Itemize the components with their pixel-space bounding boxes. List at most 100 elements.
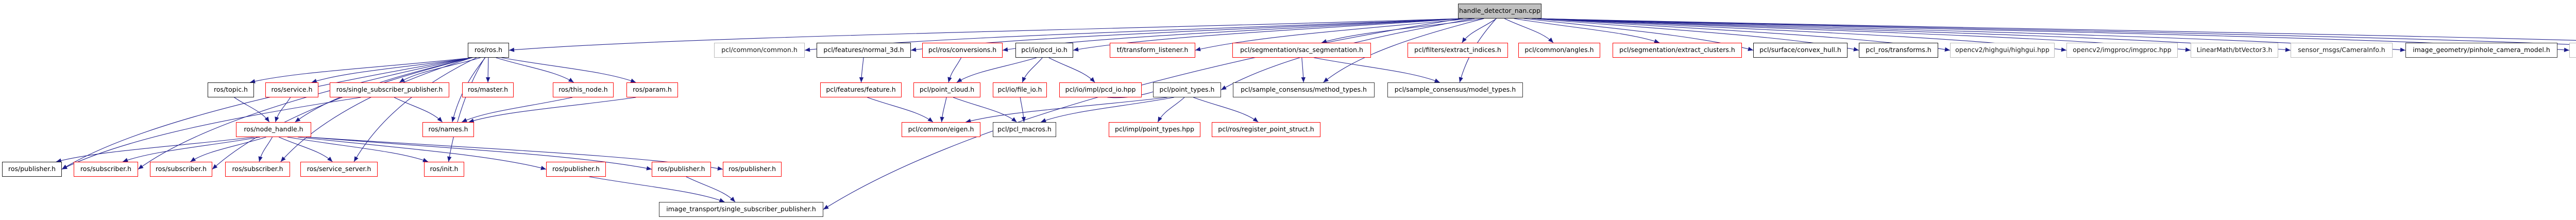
include-edge [122,137,261,162]
include-edge [686,176,736,202]
arrowhead [468,119,474,123]
graph-node-service_server[interactable]: ros/service_server.h [300,162,378,177]
include-edge [1537,18,2576,45]
graph-node-marker[interactable]: visualization_msgs/Marker.h [2569,43,2576,58]
arrowhead [1195,47,1201,52]
include-edge [953,97,1017,123]
include-edge [249,57,472,83]
include-edge [306,137,652,170]
arrowhead [540,165,546,170]
include-edge [1537,18,2576,41]
arrowhead [1021,116,1026,122]
arrowhead [719,198,725,202]
arrowhead [280,156,286,162]
graph-node-ssp[interactable]: ros/single_subscriber_publisher.h [330,82,449,97]
arrowhead [2061,47,2066,52]
graph-node-tf_listener[interactable]: tf/transform_listener.h [1110,43,1195,58]
graph-node-publisher0[interactable]: ros/publisher.h [2,162,62,177]
graph-node-extract_clusters[interactable]: pcl/segmentation/extract_clusters.h [1613,43,1742,58]
graph-node-highgui[interactable]: opencv2/highgui/highgui.hpp [1950,43,2055,58]
graph-node-sac_seg[interactable]: pcl/segmentation/sac_segmentation.h [1232,43,1371,58]
include-edge [297,137,547,170]
arrowhead [940,116,944,122]
arrowhead [2400,47,2405,52]
include-edge [353,57,477,162]
arrowhead [1853,47,1859,52]
arrowhead [422,158,428,162]
graph-node-extract_indices[interactable]: pcl/filters/extract_indices.h [1408,43,1508,58]
graph-node-service[interactable]: ros/service.h [265,82,318,97]
arrowhead [730,196,735,202]
arrowhead [1748,46,1753,52]
arrowhead [1944,47,1950,52]
arrowhead [956,78,962,82]
arrowhead [2185,47,2191,52]
graph-node-master[interactable]: ros/master.h [462,82,514,97]
include-edge [138,57,472,170]
include-edge [212,57,472,170]
arrowhead [399,78,405,82]
include-edge [311,57,473,83]
arrowhead [190,157,196,162]
graph-node-pinhole[interactable]: image_geometry/pinhole_camera_model.h [2405,43,2557,58]
arrowhead [1252,117,1259,122]
include-edge [496,57,574,83]
graph-node-angles[interactable]: pcl/common/angles.h [1518,43,1600,58]
graph-node-conversions[interactable]: pcl/ros/conversions.h [922,43,1003,58]
arrowhead [1158,116,1162,122]
graph-node-sub2[interactable]: ros/subscriber.h [150,162,212,177]
graph-node-btvector[interactable]: LinearMath/btVector3.h [2191,43,2278,58]
graph-node-eigen[interactable]: pcl/common/eigen.h [902,122,980,137]
graph-node-sub1[interactable]: ros/subscriber.h [74,162,138,177]
graph-node-convex_hull[interactable]: pcl/surface/convex_hull.h [1753,43,1848,58]
arrowhead [451,116,456,122]
graph-node-pcl_macros[interactable]: pcl/pcl_macros.h [993,122,1056,137]
graph-node-rpub1[interactable]: ros/publisher.h [546,162,606,177]
graph-node-pcd_io_hpp[interactable]: pcl/io/impl/pcd_io.hpp [1059,82,1142,97]
arrowhead [947,77,952,82]
arrowhead [568,78,574,82]
include-edge [509,18,1463,51]
include-edge [278,137,333,162]
graph-node-this_node[interactable]: ros/this_node.h [553,82,614,97]
include-edge [867,97,934,123]
graph-node-image_transport[interactable]: image_transport/single_subscriber_publis… [659,202,823,217]
graph-node-rpub2[interactable]: ros/publisher.h [652,162,711,177]
graph-node-pclros_transforms[interactable]: pcl_ros/transforms.h [1859,43,1938,58]
graph-node-point_types_hpp[interactable]: pcl/impl/point_types.hpp [1109,122,1200,137]
arrowhead [1041,118,1046,123]
graph-node-names[interactable]: ros/names.h [422,122,474,137]
arrowhead [1462,37,1467,43]
graph-node-node_handle[interactable]: ros/node_handle.h [236,122,311,137]
graph-node-pcd_io[interactable]: pcl/io/pcd_io.h [1015,43,1073,58]
graph-node-point_types[interactable]: pcl/point_types.h [1153,82,1221,97]
graph-node-feature[interactable]: pcl/features/feature.h [820,82,902,97]
arrowhead [859,77,864,82]
graph-node-point_cloud[interactable]: pcl/point_cloud.h [913,82,980,97]
graph-node-model_types[interactable]: pcl/sample_consensus/model_types.h [1387,82,1523,97]
graph-node-camerainfo[interactable]: sensor_msgs/CameraInfo.h [2291,43,2393,58]
graph-node-ros_ros[interactable]: ros/ros.h [468,43,509,58]
graph-node-register_ps[interactable]: pcl/ros/register_point_struct.h [1212,122,1320,137]
graph-node-imgproc[interactable]: opencv2/imgproc/imgproc.hpp [2066,43,2178,58]
graph-node-file_io[interactable]: pcl/io/file_io.h [993,82,1047,97]
include-edge [399,57,481,83]
arrowhead [437,116,443,122]
include-edge [1323,18,1484,83]
include-edge [234,97,270,123]
arrowhead [1221,85,1227,90]
graph-node-init[interactable]: ros/init.h [424,162,464,177]
graph-node-rpub3[interactable]: ros/publisher.h [723,162,782,177]
arrowhead [462,118,468,122]
arrowhead [258,156,263,162]
graph-node-param[interactable]: ros/param.h [626,82,678,97]
graph-node-normal_3d[interactable]: pcl/features/normal_3d.h [817,43,911,58]
graph-node-topic[interactable]: ros/topic.h [208,82,254,97]
graph-node-root[interactable]: handle_detector_nan.cpp [1458,4,1541,19]
include-edge [956,57,1037,83]
graph-node-method_types[interactable]: pcl/sample_consensus/method_types.h [1233,82,1375,97]
graph-node-pcl_common_common[interactable]: pcl/common/common.h [714,43,805,58]
graph-node-sub3[interactable]: ros/subscriber.h [225,162,290,177]
arrowhead [2285,47,2291,52]
